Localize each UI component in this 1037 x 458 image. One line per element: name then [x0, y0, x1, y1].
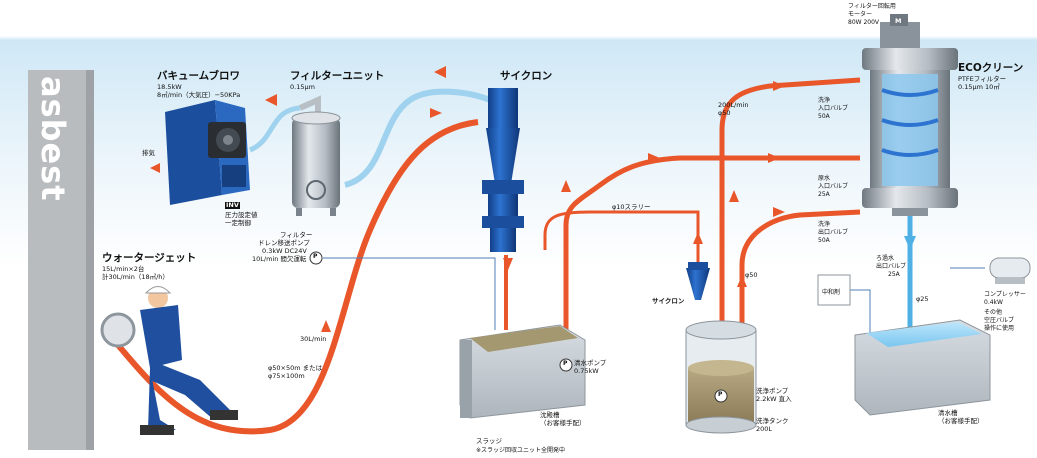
clean-water-arrow [904, 236, 916, 250]
wash-inlet-valve-2: 入口バルブ [818, 105, 849, 112]
filtrate-valve-2: 出口バルブ [876, 263, 907, 270]
water-jet-title: ウォータージェット [102, 252, 197, 264]
flow-arrows [150, 66, 785, 404]
wash-outlet-valve-2: 出口バルブ [818, 229, 849, 236]
inv-note-1: 圧力設定値 [225, 211, 258, 219]
compressor-l5: 操作に使用 [984, 325, 1015, 332]
sludge-note: ※スラッジ回収ユニット全開発中 [476, 447, 566, 454]
compressor-l2: 0.4kW [984, 299, 1003, 306]
compressor-l4: 空圧バルブ [984, 317, 1015, 324]
settling-tank [459, 324, 586, 419]
slurry-label: φ10スラリー [612, 203, 651, 211]
wash-inlet-valve-1: 洗浄 [818, 97, 831, 104]
drain-line [323, 257, 496, 330]
drain-pump-l4: 10L/min 間欠運転 [252, 255, 307, 263]
worker-figure [100, 286, 238, 435]
red-suction-hose [115, 119, 479, 435]
blue-hose-blower [248, 105, 301, 153]
drain-pump-symbol: P [313, 253, 318, 260]
wash-tank-1: 洗浄タンク [756, 417, 789, 425]
neutralizer-label: 中和剤 [822, 289, 841, 296]
red-pipe-main-upper [719, 77, 861, 345]
motor-badge: M [895, 17, 902, 25]
filter-hose-top [298, 95, 321, 112]
vacuum-blower-unit [165, 100, 250, 205]
eco-clean-spec-2: 0.15μm 10㎡ [958, 83, 1000, 91]
main-flow-1: 200L/min [718, 101, 749, 109]
inv-note-2: 一定制御 [225, 219, 251, 227]
red-pipe-return [739, 209, 861, 345]
compressor-l3: その他 [984, 309, 1003, 316]
water-jet-spec-1: 15L/min×2台 [102, 265, 145, 273]
clean-water-tank [854, 319, 991, 416]
drain-pump-l2: ドレン移送ポンプ [258, 239, 310, 247]
compressor-l1: コンプレッサー [984, 291, 1026, 298]
red-pipe-slurry [543, 210, 700, 265]
main-cyclone-title: サイクロン [500, 70, 553, 82]
blower-title: バキュームブロワ [157, 70, 241, 82]
compressor-unit [989, 257, 1031, 284]
wall-label: asbest [34, 76, 72, 202]
concrete-wall [28, 70, 94, 450]
hose-spec-1: φ50×50m または [268, 364, 323, 372]
motor-label-3: 80W 200V [848, 19, 880, 26]
wash-pump-1: 洗浄ポンプ [756, 387, 789, 395]
eco-clean-spec-1: PTFEフィルター [958, 75, 1007, 83]
wash-pump-symbol: P [718, 391, 723, 398]
settling-tank-2: （お客様手配） [540, 419, 586, 427]
clear-pump-2: 0.75kW [574, 367, 599, 375]
filter-unit-title: フィルターユニット [290, 70, 385, 82]
inv-badge: INV [225, 201, 240, 210]
blower-spec-flow: 8㎥/min（大気圧）−50KPa [157, 91, 241, 99]
jet-flow-label: 30L/min [300, 335, 327, 343]
neutralizer-line [850, 289, 871, 335]
clear-pump-1: 清水ポンプ [574, 359, 607, 367]
wash-outlet-valve-3: 50A [818, 237, 830, 244]
motor-label-2: モーター [848, 11, 873, 18]
clean-tank-1: 清水槽 [938, 409, 958, 417]
wash-outlet-valve-1: 洗浄 [818, 221, 831, 228]
wash-inlet-valve-3: 50A [818, 113, 830, 120]
water-jet-spec-2: 計30L/min（18㎥/h） [102, 273, 169, 281]
blower-spec-power: 18.5kW [157, 83, 182, 91]
wash-pump-2: 2.2kW 直入 [756, 395, 792, 403]
settling-tank-1: 沈殿槽 [540, 411, 560, 419]
wash-tank [685, 320, 757, 434]
eco-clean-title: ECOクリーン [958, 62, 1024, 74]
small-cyclone-title: サイクロン [652, 297, 685, 305]
exhaust-label: 排気 [142, 149, 155, 157]
motor-label-1: フィルター回転用 [848, 3, 896, 10]
small-cyclone [686, 262, 710, 300]
filtrate-valve-1: ろ過水 [876, 255, 895, 262]
raw-inlet-valve-3: 25A [818, 191, 830, 198]
filter-unit-spec: 0.15μm [290, 83, 315, 91]
drain-pump-l3: 0.3kW DC24V [262, 247, 307, 255]
blue-suction-hose [344, 88, 492, 188]
raw-inlet-valve-2: 入口バルブ [818, 183, 849, 190]
main-cyclone [482, 88, 524, 252]
return-label: φ50 [745, 271, 758, 279]
hose-spec-2: φ75×100m [268, 372, 305, 380]
clean-pipe-label: φ25 [916, 295, 929, 303]
filter-unit-vessel [291, 111, 341, 216]
wash-tank-2: 200L [756, 425, 773, 433]
pump-markers [309, 251, 728, 403]
clear-pump-symbol: P [563, 360, 568, 367]
main-flow-2: φ50 [718, 109, 731, 117]
drain-pump-l1: フィルター [280, 231, 313, 239]
filtrate-valve-3: 25A [888, 271, 900, 278]
eco-clean-vessel [862, 14, 958, 216]
sludge-label: スラッジ [476, 437, 502, 445]
raw-inlet-valve-1: 原水 [818, 175, 831, 182]
neutralizer-box [817, 274, 851, 306]
clean-tank-2: （お客様手配） [938, 417, 984, 425]
